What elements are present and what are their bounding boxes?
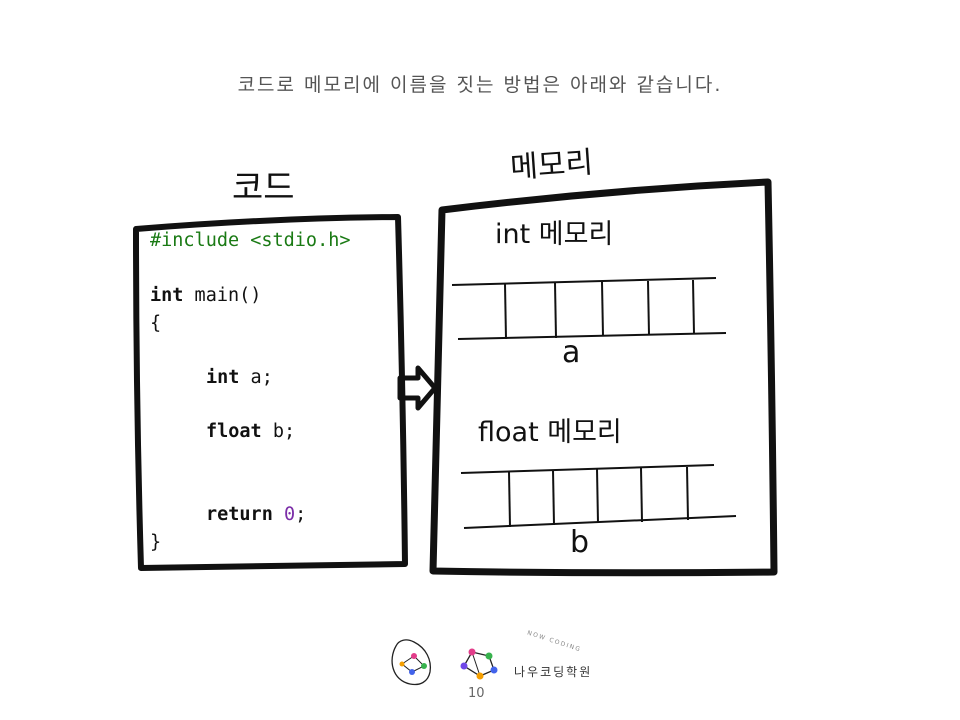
code-keyword: float [206,421,262,442]
code-line-main: int main() [150,285,261,306]
float-variable-name: b [570,525,590,560]
int-memory-strip [451,277,727,340]
code-punctuation: ; [295,504,307,525]
int-memory-label: int 메모리 [495,219,614,250]
code-identifier: b; [261,421,296,442]
code-line-int-decl: int a; [206,367,273,388]
code-number-literal: 0 [283,504,296,525]
code-keyword: return [206,504,273,525]
code-box-label: 코드 [232,168,295,208]
network-logo-icon [460,648,498,680]
code-keyword: int [206,367,240,388]
code-line-include: #include <stdio.h> [150,230,351,251]
code-identifier: main() [183,285,262,306]
float-memory-strip [460,464,737,529]
memory-box-label: 메모리 [509,145,595,186]
code-line-float-decl: float b; [206,421,295,442]
page-number: 10 [468,686,485,701]
code-line-return: return 0; [206,504,306,525]
code-box-outline [133,214,408,571]
code-line-close-brace: } [150,532,162,553]
logo-name: 나우코딩학원 [514,665,593,679]
brain-logo-icon [391,639,432,686]
int-variable-name: a [562,335,581,370]
memory-box-outline [429,178,778,577]
arrow-right-icon [397,365,438,411]
code-keyword: int [150,285,184,306]
code-line-open-brace: { [150,313,162,334]
slide-heading: 코드로 메모리에 이름을 짓는 방법은 아래와 같습니다. [237,74,723,96]
float-memory-label: float 메모리 [478,417,622,448]
code-identifier: a; [239,367,273,388]
